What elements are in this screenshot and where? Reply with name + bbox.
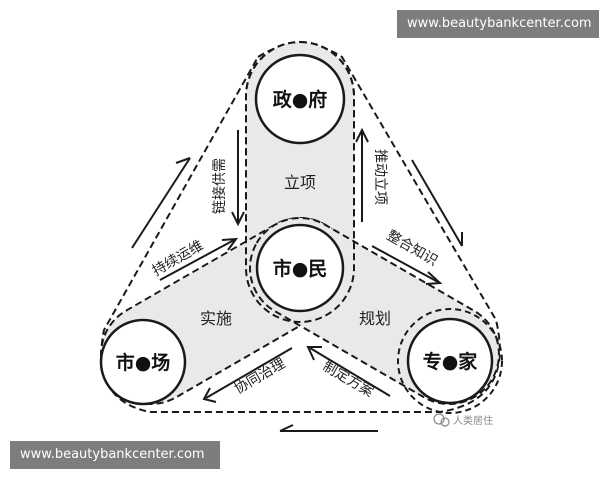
lobe-top-outline xyxy=(245,41,355,323)
node-market xyxy=(99,318,187,406)
zone-left-label: 实施 xyxy=(200,309,232,328)
arrow-gov-right-head xyxy=(355,127,369,143)
outer-arrow-right-line xyxy=(411,159,463,247)
node-experts xyxy=(406,317,494,405)
watermark-top: www.beautybankcenter.com xyxy=(397,10,599,38)
arrow-gov-left-head xyxy=(231,211,245,227)
outer-arrow-bottom-barb xyxy=(279,424,294,432)
node-experts-label: 专●家 xyxy=(423,350,479,373)
arrow-plan-line xyxy=(309,347,391,397)
edge-gov-experts-label: 推动立项 xyxy=(372,149,388,205)
zone-right-label: 规划 xyxy=(359,309,391,328)
node-government-label: 政●府 xyxy=(273,88,328,111)
node-market-label: 市●场 xyxy=(116,351,171,374)
watermark-bottom: www.beautybankcenter.com xyxy=(10,441,220,469)
wechat-icon-inner xyxy=(440,417,450,427)
outer-arrow-left-barb xyxy=(175,157,191,164)
credit-mark: 人类居住 xyxy=(433,413,493,427)
arrow-market-citizens-line xyxy=(159,239,235,281)
arrow-citizens-experts-line xyxy=(371,245,439,283)
node-government xyxy=(254,53,346,145)
zone-top-label: 立项 xyxy=(284,173,316,192)
arrow-market-citizens-head xyxy=(221,237,239,251)
arrow-plan-head xyxy=(306,346,322,361)
node-citizens-label: 市●民 xyxy=(273,257,328,280)
node-citizens xyxy=(255,223,345,313)
arrow-citizens-experts-head xyxy=(425,271,443,285)
arrow-collab-head xyxy=(202,387,217,403)
edge-gov-market-label: 链接供需 xyxy=(211,158,228,214)
outer-arrow-left-line xyxy=(131,157,191,249)
node-experts-dashed-ring xyxy=(397,308,503,414)
edge-collab-label: 协同治理 xyxy=(232,356,288,398)
credit-text: 人类居住 xyxy=(453,414,493,427)
arrow-collab-line xyxy=(205,347,293,399)
wechat-icon xyxy=(433,413,445,425)
